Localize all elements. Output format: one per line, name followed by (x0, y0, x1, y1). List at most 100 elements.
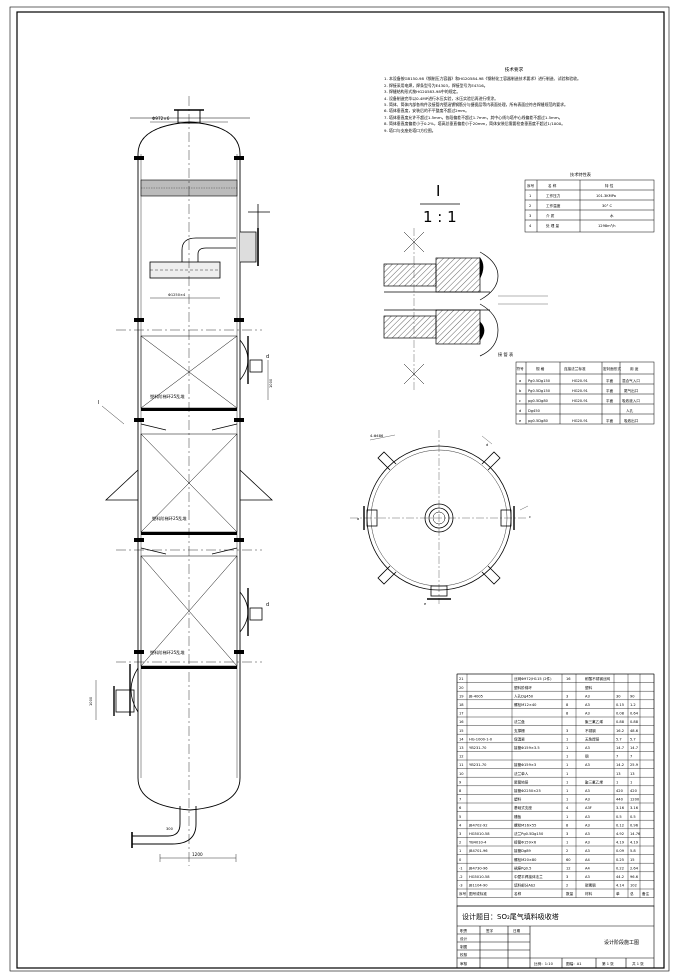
parts-cell: 4.92 (616, 832, 624, 836)
nz-h0: 符号 (517, 366, 525, 371)
parts-cell: 碳素钢 (585, 883, 596, 888)
parts-header: 材料 (585, 891, 593, 896)
parts-cell: 无免焊层 (585, 736, 600, 741)
tech-row-0-name: 工作压力 (546, 193, 561, 198)
tech-table-h1: 名 称 (548, 183, 557, 188)
parts-cell: 1 (566, 798, 568, 802)
parts-cell: 0.96 (630, 823, 639, 827)
tech-req-line-4: 4. 设备制造完毕以0.4MP进行水压实验，水压实验后再进行喷涂。 (384, 95, 499, 101)
parts-cell: 0.22 (616, 866, 624, 870)
parts-cell: 钢 (585, 754, 589, 759)
parts-cell: 2 (566, 849, 568, 853)
parts-header: 图号或标准 (469, 891, 487, 896)
tb-scale: 比例：1:10 (534, 961, 554, 966)
parts-cell: A3 (585, 703, 590, 707)
parts-cell: 7 (630, 755, 632, 759)
parts-cell: 440 (616, 798, 624, 802)
parts-cell: 裙座Pg0.5 (514, 865, 531, 870)
parts-cell: YB231-70 (469, 746, 487, 750)
parts-cell: 丝网Φ972/H115 (2件) (514, 676, 552, 681)
tech-req-line-6: 6. 塔体垂直度，安装后的不平整度不超过2mm。 (384, 108, 470, 114)
parts-cell: 尾管地层 (514, 779, 529, 784)
parts-header: 总 (630, 891, 634, 896)
tech-table-title: 技术特性表 (570, 171, 592, 178)
parts-cell: 接管Φ159×3.5 (514, 745, 540, 750)
parts-cell: 5 (459, 815, 461, 819)
tb-label-6: 审核 (460, 961, 468, 966)
parts-cell: 15 (459, 729, 464, 733)
parts-cell: A3 (585, 823, 590, 827)
parts-cell: 90 (630, 694, 635, 698)
parts-cell: 2 (566, 884, 568, 888)
tb-label-2: 日期 (513, 928, 521, 933)
dim-height-right: 1000 (269, 378, 273, 388)
parts-cell: 1 (566, 737, 568, 741)
parts-cell: 塑料 (585, 685, 593, 690)
plan-letter-e: e (424, 602, 427, 606)
nz-r1-c2: HG20-91 (572, 389, 588, 393)
nz-r4-c1: pg0.5Dg80 (528, 419, 549, 423)
parts-cell: 3.16 (630, 806, 639, 810)
parts-cell: 塑料 (514, 797, 522, 802)
nozzle-table-grid (515, 361, 655, 425)
parts-cell: 2 (459, 841, 461, 845)
parts-cell: JB1104-90 (468, 884, 488, 888)
parts-cell: 14 (459, 737, 464, 741)
tech-row-3-val: 1298m³/h (598, 224, 616, 228)
parts-cell: 1 (459, 849, 461, 853)
tb-sheet-total: 共 1 张 (632, 961, 644, 966)
tech-table-h0: 序号 (527, 183, 535, 188)
dim-sub-b: Φ1250×4 (168, 293, 186, 297)
tech-row-2-name: 介 质 (546, 213, 555, 218)
nozzle-c-inlet (240, 204, 270, 266)
center-lines (116, 96, 262, 866)
parts-cell: 8 (566, 703, 569, 707)
parts-cell: 人孔Dg450 (514, 693, 534, 698)
parts-cell: 102 (630, 884, 637, 888)
parts-cell: 3 (459, 832, 461, 836)
parts-cell: 48.6 (630, 729, 639, 733)
parts-cell: 25.9 (630, 763, 639, 767)
parts-cell: 塑料阶梯环 (514, 685, 532, 690)
parts-cell: A3 (585, 849, 590, 853)
section-mark-main: I (98, 400, 99, 406)
tech-req-line-5: 5. 简体、简体内部各构件及接管内壁涵镀钢筋分与搪瓷层等内表面处理，所有表面应符… (384, 102, 568, 108)
shell-flanges (134, 156, 244, 654)
nz-r3-c1: Dg450 (528, 409, 541, 413)
parts-cell: A4 (585, 866, 590, 870)
parts-cell: 4.19 (616, 841, 625, 845)
nz-r2-c4: 吸收液入口 (622, 398, 640, 403)
outer-border (9, 6, 670, 972)
parts-cell: 1 (566, 755, 568, 759)
parts-cell: -3 (459, 884, 463, 888)
nz-r3-c0: d (519, 409, 521, 413)
nozzle-letter-d: d (266, 354, 269, 360)
tech-row-1-name: 工作温度 (546, 203, 561, 208)
parts-cell: 13 (616, 772, 621, 776)
nz-r4-c0: e (519, 419, 522, 423)
parts-cell: A3 (585, 832, 590, 836)
parts-cell: 螺栓M20×80 (514, 857, 537, 862)
tb-label-0: 职责 (460, 928, 468, 933)
parts-cell: 30 (616, 694, 621, 698)
parts-cell: 4.14 (616, 884, 625, 888)
parts-cell: JB-4005 (468, 694, 483, 698)
nz-r1-c0: b (519, 389, 522, 393)
parts-cell: 20 (459, 686, 464, 690)
tech-req-line-3: 3. 焊缝结构形式按HG20583-98中的规定。 (384, 89, 461, 95)
nz-h4: 用 途 (630, 366, 639, 371)
parts-cell: 法兰Pg0.5Dg150 (514, 831, 544, 836)
nz-r4-c2: HG20-91 (572, 419, 588, 423)
dim-sub-a: 300 (166, 827, 174, 831)
redistributor-cones (140, 423, 238, 555)
parts-cell: 8 (566, 712, 569, 716)
liquid-distributor (149, 237, 236, 279)
nz-r2-c3: 平面 (606, 398, 614, 403)
parts-cell: HG5010-58 (469, 875, 490, 879)
parts-cell: -1 (459, 866, 463, 870)
plan-letter-c: c (529, 515, 531, 519)
parts-cell: 13 (459, 746, 464, 750)
nozzle-table-title: 接 管 表 (498, 351, 514, 358)
parts-cell: 7 (459, 798, 461, 802)
tech-row-0-val: 101.3KMPa (596, 194, 616, 198)
